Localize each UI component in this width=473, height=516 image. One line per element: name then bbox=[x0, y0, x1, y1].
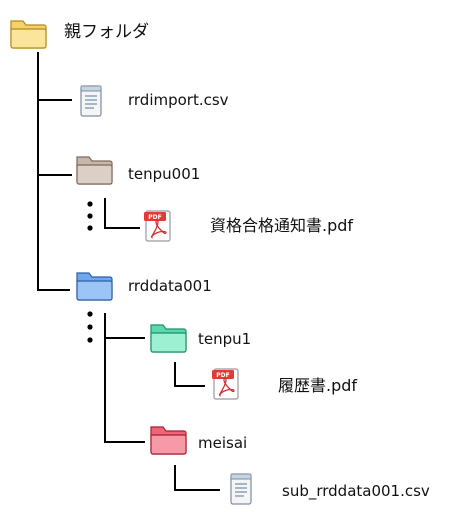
connector-shikaku-pdf bbox=[104, 198, 140, 229]
csv-file-icon[interactable] bbox=[78, 84, 104, 122]
root-folder-label[interactable]: 親フォルダ bbox=[64, 22, 149, 42]
pdf-file-icon[interactable]: PDF bbox=[142, 208, 174, 248]
meisai-label[interactable]: meisai bbox=[198, 434, 248, 452]
rireki-pdf-label[interactable]: 履歴書.pdf bbox=[278, 376, 358, 395]
folder-icon[interactable] bbox=[8, 14, 48, 54]
tenpu001-label[interactable]: tenpu001 bbox=[128, 165, 201, 183]
shikaku-pdf-label[interactable]: 資格合格通知書.pdf bbox=[210, 216, 354, 235]
svg-text:PDF: PDF bbox=[148, 214, 161, 221]
pdf-file-icon[interactable]: PDF bbox=[210, 366, 242, 406]
rrdimport-label[interactable]: rrdimport.csv bbox=[128, 91, 229, 109]
rrddata001-label[interactable]: rrddata001 bbox=[128, 277, 212, 295]
folder-icon[interactable] bbox=[148, 420, 188, 460]
ellipsis-dots-2 bbox=[87, 311, 93, 343]
connector-rrddata001-trunk bbox=[104, 313, 145, 443]
csv-file-icon[interactable] bbox=[228, 472, 254, 510]
connector-sub-csv bbox=[174, 465, 220, 491]
svg-text:PDF: PDF bbox=[216, 372, 229, 379]
ellipsis-dots-1 bbox=[87, 201, 93, 231]
folder-icon[interactable] bbox=[74, 150, 114, 190]
folder-icon[interactable] bbox=[148, 318, 188, 358]
tenpu1-label[interactable]: tenpu1 bbox=[198, 330, 252, 348]
connector-root-trunk bbox=[37, 52, 70, 291]
folder-icon[interactable] bbox=[74, 266, 114, 306]
connector-rireki-pdf bbox=[174, 362, 205, 387]
sub-csv-label[interactable]: sub_rrddata001.csv bbox=[282, 482, 430, 500]
